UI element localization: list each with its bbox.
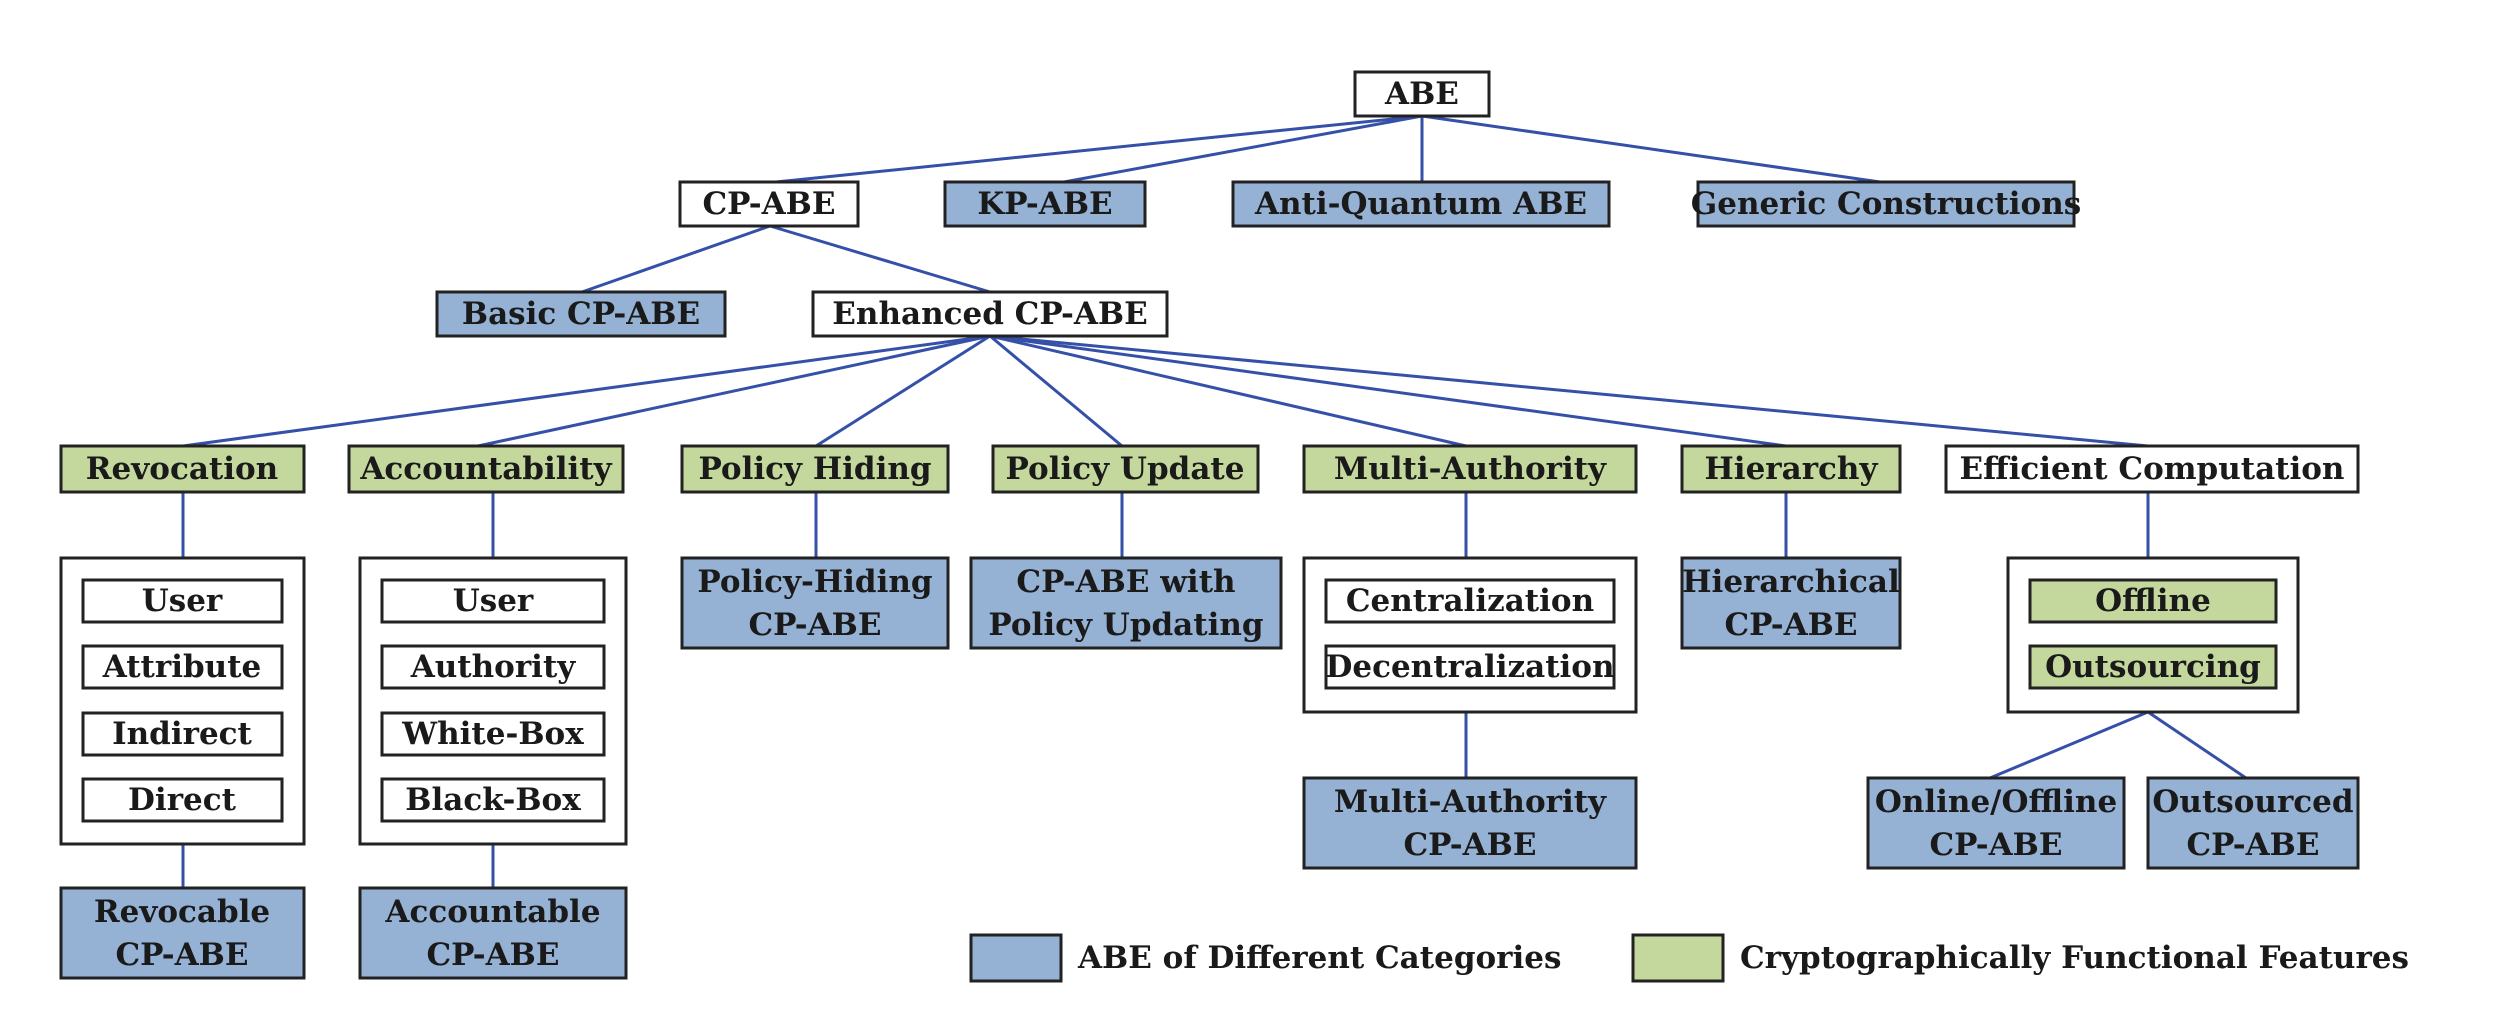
node-multi-authority-label: Multi-Authority: [1334, 451, 1607, 487]
edge-cpabe-basic: [581, 224, 771, 294]
node-abe-label: ABE: [1384, 76, 1459, 112]
policy-hiding-leaf-line1: Policy-Hiding: [697, 564, 932, 600]
node-cp-abe-policy-updating: CP-ABE with Policy Updating: [969, 556, 1283, 650]
policy-update-leaf-line2: Policy Updating: [988, 607, 1263, 643]
node-abe: ABE: [1353, 70, 1491, 118]
node-accountability-label: Accountability: [359, 451, 612, 487]
edge-abe-kpabe: [1063, 114, 1423, 184]
node-cp-abe-label: CP-ABE: [702, 186, 835, 222]
node-policy-hiding: Policy Hiding: [680, 444, 950, 494]
policy-update-leaf-line1: CP-ABE with: [1016, 564, 1235, 600]
centralization: Centralization: [1346, 583, 1594, 619]
node-multi-authority: Multi-Authority: [1302, 444, 1638, 494]
legend-feature-swatch: [1631, 933, 1725, 983]
node-revocation-label: Revocation: [86, 451, 278, 487]
accountability-blackbox: Black-Box: [405, 782, 581, 818]
accountability-authority: Authority: [410, 649, 577, 685]
node-hierarchy: Hierarchy: [1680, 444, 1902, 494]
legend: ABE of Different Categories Cryptographi…: [969, 933, 2409, 983]
accountability-types-group: User Authority White-Box Black-Box: [358, 556, 628, 846]
node-hierarchy-label: Hierarchy: [1705, 451, 1879, 487]
node-outsourced-cp-abe: Outsourced CP-ABE: [2146, 776, 2360, 870]
edge-cpabe-enhanced: [769, 224, 991, 294]
node-online-offline-cp-abe: Online/Offline CP-ABE: [1866, 776, 2126, 870]
revocation-types-group: User Attribute Indirect Direct: [59, 556, 306, 846]
node-efficient-computation-label: Efficient Computation: [1960, 451, 2345, 487]
revocation-attribute: Attribute: [102, 649, 262, 685]
revocable-leaf-line1: Revocable: [94, 894, 270, 930]
node-revocable-cp-abe: Revocable CP-ABE: [59, 886, 306, 980]
node-revocation: Revocation: [59, 444, 306, 494]
edge-enhanced-revocation: [182, 334, 991, 448]
node-generic-label: Generic Constructions: [1691, 186, 2081, 222]
revocation-indirect: Indirect: [112, 716, 252, 752]
edges: [181, 114, 2247, 888]
policy-hiding-leaf-line2: CP-ABE: [748, 607, 881, 643]
online-offline-leaf-line1: Online/Offline: [1875, 784, 2117, 820]
revocable-leaf-line2: CP-ABE: [115, 937, 248, 973]
revocation-direct: Direct: [128, 782, 237, 818]
node-hierarchical-cp-abe: Hierarchical CP-ABE: [1680, 556, 1902, 650]
node-enhanced-cp-abe-label: Enhanced CP-ABE: [832, 296, 1147, 332]
node-kp-abe: KP-ABE: [943, 180, 1147, 228]
edge-efficient-onlineoffline: [1989, 710, 2149, 780]
node-efficient-computation: Efficient Computation: [1944, 444, 2360, 494]
hierarchical-leaf-line1: Hierarchical: [1682, 564, 1899, 600]
node-kp-abe-label: KP-ABE: [977, 186, 1112, 222]
node-anti-quantum-abe: Anti-Quantum ABE: [1231, 180, 1611, 228]
accountability-user: User: [453, 583, 534, 619]
edge-enhanced-policyupdate: [989, 334, 1123, 448]
hierarchical-leaf-line2: CP-ABE: [1724, 607, 1857, 643]
efficient-computation-types-group: Offline Outsourcing: [2006, 556, 2300, 714]
node-policy-update-label: Policy Update: [1006, 451, 1245, 487]
edge-enhanced-accountability: [477, 334, 991, 448]
edge-abe-generic: [1421, 114, 1881, 184]
node-accountability: Accountability: [347, 444, 625, 494]
outsourcing: Outsourcing: [2045, 649, 2261, 685]
accountable-leaf-line2: CP-ABE: [426, 937, 559, 973]
legend-category-swatch: [969, 933, 1063, 983]
outsourced-leaf-line2: CP-ABE: [2186, 827, 2319, 863]
node-anti-quantum-label: Anti-Quantum ABE: [1254, 186, 1587, 222]
legend-feature-label: Cryptographically Functional Features: [1740, 940, 2409, 976]
node-policy-hiding-cp-abe: Policy-Hiding CP-ABE: [680, 556, 950, 650]
node-cp-abe: CP-ABE: [678, 180, 860, 228]
node-policy-update: Policy Update: [991, 444, 1260, 494]
online-offline-leaf-line2: CP-ABE: [1929, 827, 2062, 863]
accountable-leaf-line1: Accountable: [384, 894, 600, 930]
node-generic-constructions: Generic Constructions: [1691, 180, 2081, 228]
node-multi-authority-cp-abe: Multi-Authority CP-ABE: [1302, 776, 1638, 870]
edge-enhanced-hierarchy: [989, 334, 1787, 448]
node-policy-hiding-label: Policy Hiding: [698, 451, 931, 487]
offline: Offline: [2095, 583, 2211, 619]
node-basic-cp-abe-label: Basic CP-ABE: [462, 296, 700, 332]
accountability-whitebox: White-Box: [401, 716, 584, 752]
multi-authority-types-group: Centralization Decentralization: [1302, 556, 1638, 714]
edge-enhanced-multiauthority: [989, 334, 1467, 448]
outsourced-leaf-line1: Outsourced: [2152, 784, 2353, 820]
decentralization: Decentralization: [1325, 649, 1614, 685]
revocation-user: User: [142, 583, 223, 619]
multi-authority-leaf-line2: CP-ABE: [1403, 827, 1536, 863]
multi-authority-leaf-line1: Multi-Authority: [1334, 784, 1607, 820]
edge-enhanced-efficient: [989, 334, 2149, 448]
legend-category-label: ABE of Different Categories: [1077, 940, 1561, 976]
node-basic-cp-abe: Basic CP-ABE: [435, 290, 727, 338]
edge-abe-cpabe: [775, 114, 1423, 184]
node-enhanced-cp-abe: Enhanced CP-ABE: [811, 290, 1169, 338]
node-accountable-cp-abe: Accountable CP-ABE: [358, 886, 628, 980]
edge-efficient-outsourced: [2147, 710, 2247, 780]
edge-enhanced-policyhiding: [815, 334, 991, 448]
